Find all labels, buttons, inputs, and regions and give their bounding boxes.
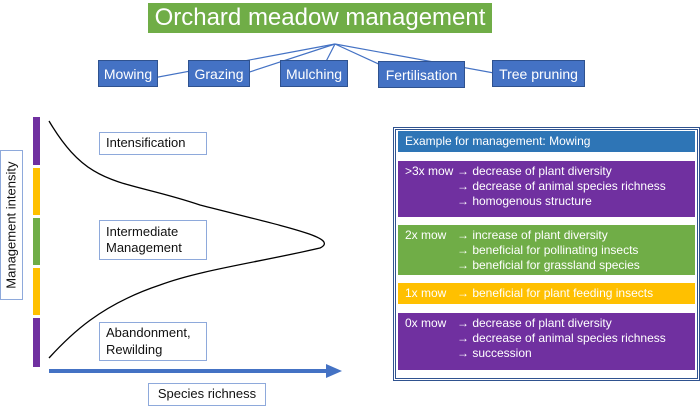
- effect: → homogenous structure: [457, 194, 592, 208]
- label-intensification: Intensification: [99, 132, 207, 155]
- y-axis-label: Management intensity: [0, 150, 23, 300]
- practice-mowing: Mowing: [98, 60, 158, 87]
- row-key: 1x mow: [405, 286, 447, 300]
- example-panel: [393, 127, 700, 381]
- effect: → beneficial for pollinating insects: [457, 243, 639, 257]
- practice-tree-pruning: Tree pruning: [492, 60, 585, 87]
- intensity-segment: [33, 268, 40, 315]
- intensity-segment-mid: [33, 218, 40, 265]
- effect: → decrease of animal species richness: [457, 331, 666, 345]
- x-axis-label: Species richness: [148, 383, 266, 406]
- row-1x-mow: 1x mow → beneficial for plant feeding in…: [398, 283, 695, 304]
- label-abandonment: Abandonment, Rewilding: [99, 322, 207, 361]
- effect: → decrease of plant diversity: [457, 316, 612, 330]
- effect: → succession: [457, 346, 532, 360]
- response-curve: [48, 120, 326, 359]
- intensity-segment-high: [33, 117, 40, 165]
- intensity-segment-low: [33, 318, 40, 367]
- example-header: Example for management: Mowing: [398, 131, 695, 152]
- row-2x-mow: 2x mow → increase of plant diversity→ be…: [398, 225, 695, 275]
- x-axis-arrow: [326, 364, 342, 378]
- label-intermediate: Intermediate Management: [99, 220, 207, 260]
- main-title: Orchard meadow management: [148, 3, 492, 33]
- effect: → decrease of plant diversity: [457, 164, 612, 178]
- row-0x-mow: 0x mow → decrease of plant diversity→ de…: [398, 313, 695, 370]
- practice-grazing: Grazing: [188, 60, 250, 87]
- effect: → beneficial for grassland species: [457, 258, 640, 272]
- effect: → decrease of animal species richness: [457, 179, 666, 193]
- row-3x-mow: >3x mow → decrease of plant diversity→ d…: [398, 161, 695, 217]
- row-key: 2x mow: [405, 228, 447, 242]
- practice-mulching: Mulching: [280, 60, 348, 87]
- intensity-segment: [33, 168, 40, 215]
- effect: → increase of plant diversity: [457, 228, 608, 242]
- row-key: 0x mow: [405, 316, 447, 330]
- row-key: >3x mow: [405, 164, 454, 178]
- practice-fertilisation: Fertilisation: [378, 61, 465, 88]
- effect: → beneficial for plant feeding insects: [457, 286, 654, 300]
